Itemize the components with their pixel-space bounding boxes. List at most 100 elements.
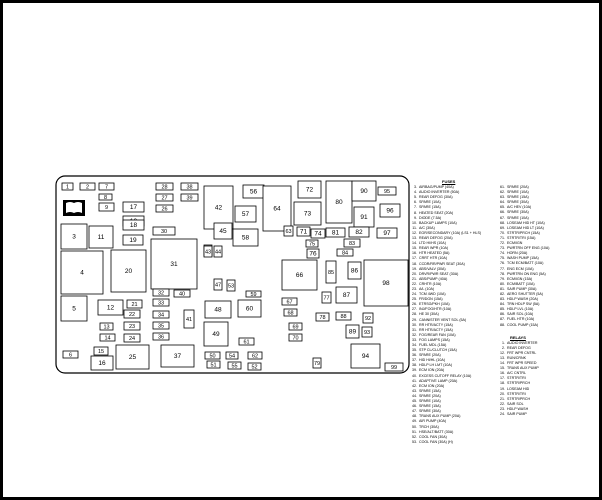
fuse-cell-box: [203, 185, 234, 230]
legend-entry-number: 36.: [412, 353, 417, 358]
fuse-cell-77: 77: [321, 291, 332, 304]
fuse-cell-85: 85: [325, 260, 337, 284]
fuse-cell-box: [283, 308, 298, 317]
fuse-cell-box: [79, 182, 96, 191]
fuse-cell-box: [315, 312, 330, 322]
fuse-cell-66: 66: [281, 259, 318, 291]
fuse-cell-97: 97: [376, 227, 398, 239]
fuse-cell-box: [122, 201, 145, 213]
legend-entry-text: SPARE (10A): [419, 399, 441, 404]
fuse-cell-57: 57: [234, 205, 257, 223]
fuse-cell-box: [123, 321, 141, 331]
legend-entry-number: 23.: [412, 286, 417, 291]
fuse-cell-label: 76: [309, 251, 317, 258]
fuse-cell-52: 52: [247, 362, 262, 371]
fuse-cell-label: 54: [229, 354, 235, 360]
fuse-cell-74: 74: [310, 228, 326, 239]
fuse-cell-label: 26: [161, 207, 167, 213]
legend-entry: 24.SAIR PUMP: [494, 412, 549, 417]
legend-entry: 62.SPARE (10A): [494, 190, 549, 195]
legend-entry-number: 83.: [500, 297, 505, 302]
legend-entry: 2.REAR DEFOG: [494, 346, 549, 351]
legend-entry-text: SAIR PUMP: [507, 412, 527, 417]
fuse-cell-81: 81: [325, 227, 346, 238]
fuse-cell-93: 93: [361, 326, 373, 338]
fuse-cell-90: 90: [351, 180, 377, 202]
legend-entry: 70.STRTR/PRCH (15A): [494, 231, 549, 236]
fuse-cell-box: [155, 182, 174, 191]
fuse-cell-80: 80: [325, 180, 353, 224]
legend-entry-number: 17.: [412, 256, 417, 261]
legend-entry-number: 27.: [412, 307, 417, 312]
fuse-cell-14: 14: [99, 333, 116, 342]
fuse-cell-21: 21: [126, 299, 143, 309]
legend-entry: 9.DIODE (7.5A): [406, 216, 481, 221]
legend-entry: 63.SPARE (15A): [494, 195, 549, 200]
legend-entry-text: CRHTR (10A): [419, 281, 442, 286]
legend-entry-number: 52.: [412, 434, 417, 439]
legend-entry-text: RR HTR/ACTY (15A): [419, 322, 453, 327]
fuse-cell-box: [204, 351, 221, 360]
fuse-cell-box: [281, 259, 318, 291]
fuse-cell-9: 9: [98, 202, 115, 212]
legend-entry: 19.ABS/VALV (30A): [406, 267, 481, 272]
fuse-cell-label: 59: [250, 292, 256, 298]
fuse-cell-58: 58: [232, 228, 259, 247]
fuse-cell-label: 86: [351, 268, 359, 275]
legend-entry: 46.SPARE (15A): [406, 404, 481, 409]
fuse-cell-box: [183, 309, 195, 329]
legend-entry-number: 53.: [412, 439, 417, 444]
fuse-cell-30: 30: [152, 226, 176, 236]
fuse-cell-83: 83: [343, 238, 361, 248]
fuse-cell-box: [306, 248, 320, 259]
legend-entry-number: 69.: [500, 225, 505, 230]
frame-left: [0, 0, 3, 500]
legend-entry-number: 61.: [500, 185, 505, 189]
legend-entry-text: STRTR/TRI: [507, 391, 526, 396]
fuse-cell-label: 71: [300, 229, 308, 236]
fuse-cell-box: [60, 295, 88, 322]
legend-entry: 31.RR HTR/ACTY (15A): [406, 328, 481, 333]
legend-left-column: FUSES 3.AIRBAG/PUMP (40A)4.AUDIO INVERTE…: [406, 179, 481, 445]
fuse-cell-label: 77: [323, 296, 329, 302]
fuse-cell-label: 17: [130, 204, 138, 211]
fuse-cell-box: [213, 222, 233, 240]
legend-entry-text: LOSEAM HID: [507, 386, 530, 391]
legend-entry-number: 18.: [412, 261, 417, 266]
legend-entry: 25.FR/DGN (15A): [406, 297, 481, 302]
fuse-cell-box: [361, 326, 373, 338]
legend-entry-number: 15.: [500, 366, 505, 371]
legend-entry-number: 50.: [412, 424, 417, 429]
legend-entry-text: SAIR PUMP (30A): [507, 286, 537, 291]
legend-entry-text: LOSEAM HID HT (10A): [507, 220, 545, 225]
legend-entry-text: FUEL HTR (10A): [507, 317, 535, 322]
fuse-cell-label: 88: [340, 314, 346, 320]
fuse-cell-label: 79: [314, 361, 320, 367]
legend-entry: 10.BACKUP LAMPS (10A): [406, 221, 481, 226]
fuse-cell-box: [203, 321, 229, 347]
fuse-cell-7: 7: [98, 182, 115, 191]
fuse-cell-box: [160, 344, 195, 368]
fuse-cell-34: 34: [152, 310, 170, 319]
fuse-cell-label: 39: [186, 196, 192, 202]
legend-entry-number: 30.: [412, 322, 417, 327]
legend-entry-text: STRTR/TRI (15A): [507, 235, 536, 240]
legend-entry: 7.SPARE (15A): [406, 205, 481, 210]
fuse-cell-label: 24: [129, 336, 135, 342]
fuse-cell-box: [288, 322, 303, 331]
relays-heading: RELAYS: [510, 334, 526, 340]
fuse-cell-label: 38: [186, 185, 192, 191]
fuse-cell-label: 2: [86, 185, 89, 191]
legend-entry-number: 18.: [500, 381, 505, 386]
fuse-cell-5: 5: [60, 295, 88, 322]
legend-entry: 67.SPARE (10A): [494, 216, 549, 221]
fuse-cell-box: [296, 226, 311, 237]
legend-entry-text: STRTR/PRCH: [507, 396, 531, 401]
fuse-cell-box: [283, 225, 294, 237]
legend-entry-number: 16.: [500, 371, 505, 376]
fuse-cell-42: 42: [203, 185, 234, 230]
legend-entry-number: 49.: [412, 419, 417, 424]
fuse-cell-label: 5: [72, 306, 76, 313]
legend-entry: 15.TRANS AUX PUMP: [494, 366, 549, 371]
legend-entry-text: STRTR/TRI: [507, 376, 526, 381]
